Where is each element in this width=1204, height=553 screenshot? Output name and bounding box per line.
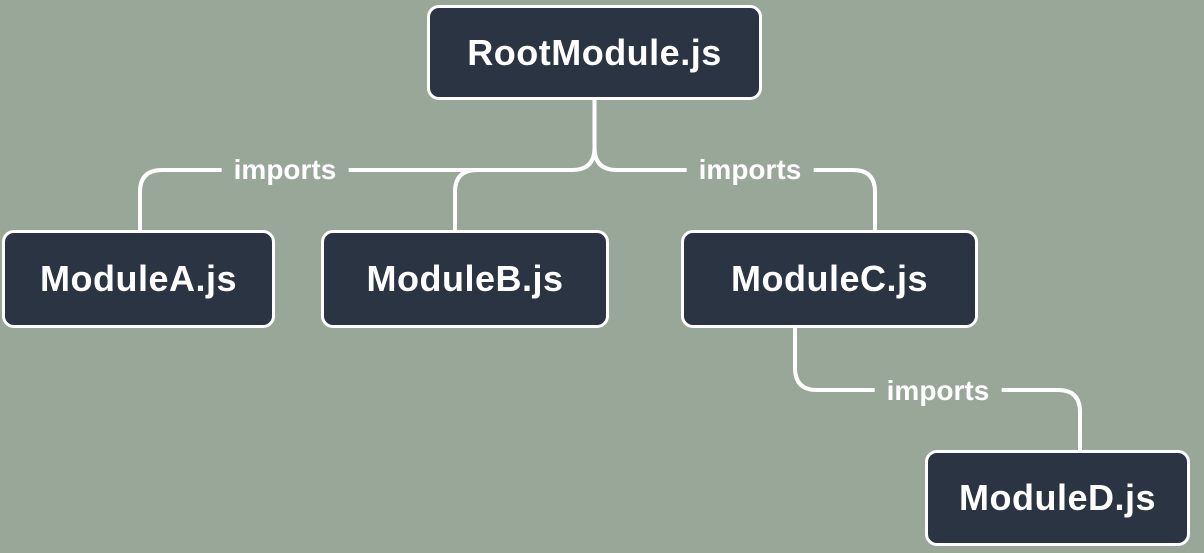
node-rootmodule: RootModule.js [427, 5, 762, 100]
edge-label-imports-c-to-d: imports [874, 373, 1002, 409]
node-moduleb: ModuleB.js [321, 230, 609, 328]
edge-label-imports-root-to-c: imports [686, 152, 814, 188]
node-modulec: ModuleC.js [681, 230, 978, 328]
node-moduled: ModuleD.js [925, 450, 1190, 546]
node-modulea: ModuleA.js [2, 230, 275, 328]
edge-label-imports-root-to-a: imports [221, 152, 349, 188]
connector-root-to-modulea [138, 98, 597, 232]
connector-root-to-moduleb [453, 168, 479, 232]
